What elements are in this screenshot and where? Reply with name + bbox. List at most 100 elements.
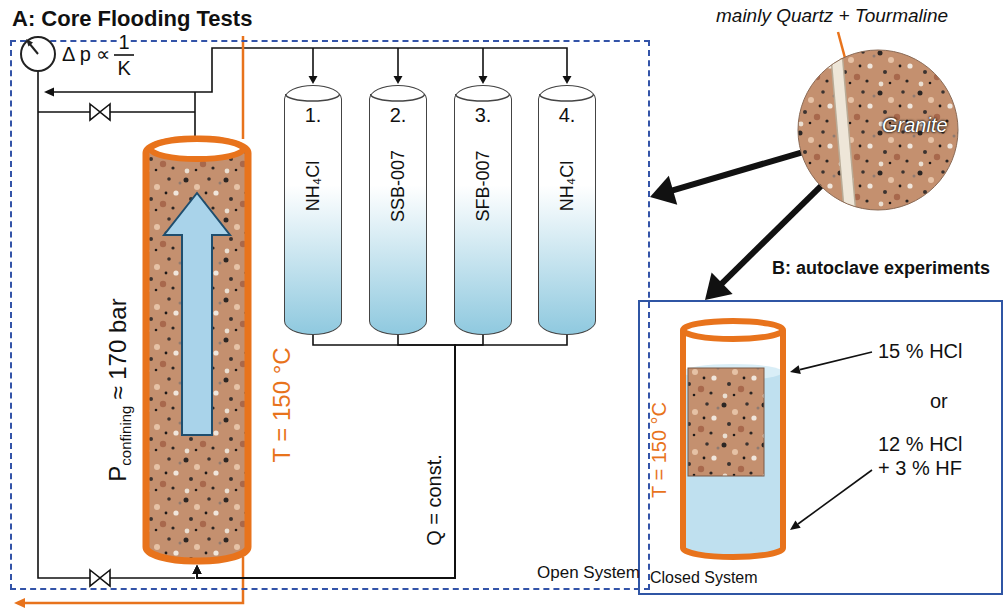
- text-group: SSB-007: [387, 150, 408, 222]
- text-group: NH₄Cl: [556, 161, 577, 211]
- fluid-name: SFB-007: [472, 150, 492, 221]
- label-holder: or: [930, 390, 948, 413]
- label-holder: K: [118, 57, 131, 80]
- pipe: [482, 48, 484, 77]
- label-holder: mainly Quartz + Tourmaline: [716, 4, 948, 27]
- valve-symbol: [90, 104, 110, 120]
- text-group: NH₄Cl: [302, 161, 323, 211]
- autoclave-vessel: [683, 321, 783, 557]
- cylinder-cap: [370, 86, 425, 106]
- cap-arc: [371, 94, 425, 101]
- temperature-label: T = 150 °C: [268, 347, 295, 462]
- alternative-word: or: [930, 390, 948, 412]
- text-group: 3.: [455, 104, 511, 127]
- pipe: [397, 48, 399, 77]
- flow-arrow: [705, 186, 821, 300]
- text-group: T = 150 °C: [268, 347, 296, 462]
- reservoir-cylinder: 1. NH₄Cl: [284, 85, 342, 335]
- label-holder: 12 % HCl + 3 % HF: [878, 432, 978, 480]
- text-group: B: autoclave experiments: [772, 258, 990, 279]
- system-label: Open System: [537, 563, 640, 582]
- cap-arc: [540, 94, 594, 101]
- cylinder-number: 3.: [475, 104, 492, 126]
- pressure-subscript: confining: [117, 406, 134, 466]
- label-holder: Q = const.: [423, 454, 446, 546]
- cylinder-number: 1.: [305, 104, 322, 126]
- text-group: 4.: [539, 104, 595, 127]
- connector-line: [197, 335, 567, 578]
- cap-arc: [456, 94, 510, 101]
- mineral-note: mainly Quartz + Tourmaline: [716, 5, 948, 26]
- arrowhead: [193, 565, 202, 574]
- text-group: 1.: [285, 104, 341, 127]
- reservoir-cylinder: 2. SSB-007: [369, 85, 427, 335]
- photo-outline: [798, 50, 958, 210]
- label-holder: 15 % HCl: [878, 340, 962, 363]
- gauge-layer: [0, 0, 80, 90]
- arrowhead: [705, 272, 733, 300]
- text-group: 2.: [370, 104, 426, 127]
- pressure-value: ≈ 170 bar: [104, 298, 131, 399]
- acid-label: 15 % HCl: [878, 340, 962, 362]
- flow-direction-arrow: [164, 193, 230, 435]
- text-group: A: Core Flooding Tests: [12, 6, 252, 32]
- gauge-symbol: [21, 37, 55, 71]
- formula-numerator: 1: [119, 31, 130, 53]
- cylinder-cap: [455, 86, 510, 106]
- formula: Δ p ∝: [62, 43, 111, 65]
- label-holder: Δ p ∝: [62, 42, 111, 66]
- holder-rim: [151, 139, 243, 159]
- connector-line: [668, 153, 801, 192]
- leader-arrow: [790, 352, 872, 374]
- valve-symbol: [90, 570, 110, 586]
- text-group: SFB-007: [472, 150, 493, 221]
- acid-label: 12 % HCl + 3 % HF: [878, 433, 962, 479]
- pipe: [312, 48, 314, 77]
- pipe: [194, 92, 196, 139]
- arrowhead: [650, 176, 677, 205]
- section-heading: A: Core Flooding Tests: [12, 6, 252, 31]
- core-holder-drawing: [142, 135, 252, 565]
- text-group: Closed System: [650, 569, 758, 587]
- cylinder-number: 2.: [390, 104, 407, 126]
- formula-denominator: K: [118, 57, 131, 79]
- pressure-symbol: P: [104, 466, 131, 482]
- open-system-box: Pconfining≈ 170 barT = 150 °C1.NH₄Cl2.SS…: [10, 40, 650, 590]
- cylinder-number: 4.: [559, 104, 576, 126]
- pipework: [38, 48, 567, 578]
- text-group: Pconfining ≈ 170 bar: [104, 298, 132, 481]
- reservoir-cylinder: 4. NH₄Cl: [538, 85, 596, 335]
- sample-name: Granite: [882, 114, 948, 136]
- fraction-bar: [114, 54, 134, 56]
- leader-arrow: [790, 470, 872, 530]
- fluid-name: NH₄Cl: [302, 161, 322, 211]
- fluid-name: SSB-007: [387, 150, 407, 222]
- label-holder: 1: [119, 31, 130, 54]
- flow-rate-label: Q = const.: [423, 454, 445, 546]
- section-heading: B: autoclave experiments: [772, 258, 990, 278]
- granite-sample: Granite: [796, 48, 960, 212]
- arrowhead: [193, 565, 202, 574]
- arrowhead: [193, 565, 202, 574]
- text-group: Granite: [882, 114, 948, 137]
- arrowhead: [479, 76, 488, 84]
- arrowhead: [394, 76, 403, 84]
- temperature-label: T = 150 °C: [648, 402, 670, 498]
- granite-texture: [796, 48, 960, 212]
- system-label: Closed System: [650, 569, 758, 586]
- arrowhead: [309, 76, 318, 84]
- cylinder-cap: [539, 86, 594, 106]
- cap-arc: [286, 94, 340, 101]
- rock-core: [146, 139, 248, 561]
- arrowhead: [44, 88, 54, 97]
- fluid-name: NH₄Cl: [556, 161, 576, 211]
- pipe: [38, 111, 195, 113]
- cylinder-cap: [285, 86, 340, 106]
- core-holder: Pconfining≈ 170 barT = 150 °C: [142, 135, 252, 565]
- label-holder: T = 150 °C: [648, 402, 671, 498]
- flow-arrow: [650, 153, 801, 205]
- arrowhead: [563, 76, 572, 84]
